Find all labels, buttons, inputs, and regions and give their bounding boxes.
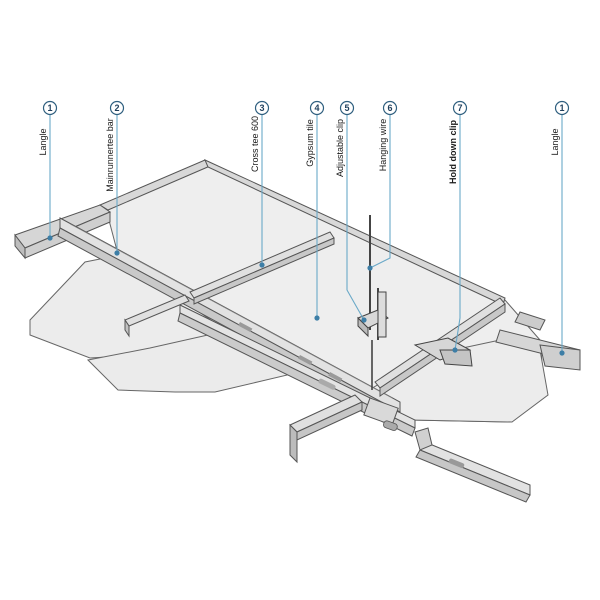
foreground-cross-tee [289, 394, 399, 464]
callout-2: 2 Mainrunnertee bar [105, 100, 125, 256]
callout-1-left: 1 Langle [38, 100, 58, 241]
callout-number: 3 [259, 103, 264, 113]
callout-1-right: 1 Langle [550, 100, 570, 356]
callout-label-cross-tee: Cross tee 600 [250, 116, 260, 172]
callout-label-hanging-wire: Hanging wire [378, 119, 388, 172]
callout-label-langle-left: Langle [38, 128, 48, 155]
langle-right-shape [495, 311, 581, 371]
callout-number: 5 [344, 103, 349, 113]
callout-label-main-runner: Mainrunnertee bar [105, 118, 115, 192]
callout-number: 7 [457, 103, 462, 113]
callout-label-adjustable-clip: Adjustable clip [335, 119, 345, 177]
callout-label-langle-right: Langle [550, 128, 560, 155]
adjustable-clip-shape [357, 291, 389, 338]
callout-number: 2 [114, 103, 119, 113]
callout-5: 5 Adjustable clip [335, 100, 367, 323]
callout-7: 7 Hold down clip [448, 100, 468, 353]
callout-3: 3 Cross tee 600 [250, 100, 270, 268]
callout-4: 4 Gypsum tile [305, 100, 325, 321]
callout-6: 6 Hanging wire [367, 100, 398, 271]
callout-number: 4 [314, 103, 319, 113]
callout-label-hold-down-clip: Hold down clip [448, 120, 458, 184]
callout-number: 1 [47, 103, 52, 113]
tile-plane [29, 159, 549, 423]
foreground-runner-piece [414, 427, 531, 503]
callout-number: 1 [559, 103, 564, 113]
callout-label-gypsum-tile: Gypsum tile [305, 119, 315, 167]
callout-number: 6 [387, 103, 392, 113]
